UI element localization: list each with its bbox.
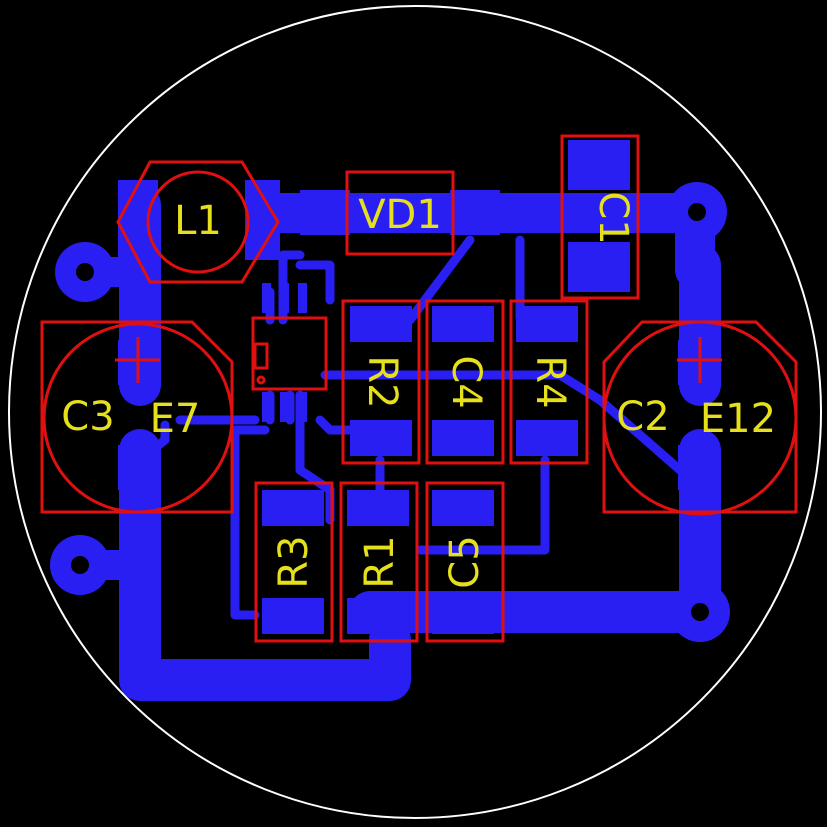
silkscreen-layer: [40, 134, 798, 643]
resistor-R1[interactable]: [339, 481, 419, 643]
label-C1: C1: [590, 191, 636, 244]
label-C4: C4: [443, 355, 489, 408]
capacitor-C1[interactable]: [560, 134, 640, 300]
label-R3: R3: [271, 535, 317, 588]
label-E7: E7: [150, 396, 201, 442]
ic-sot23-6[interactable]: [251, 316, 328, 391]
label-R4: R4: [527, 355, 573, 408]
resistor-R3[interactable]: [254, 481, 334, 643]
capacitor-C3[interactable]: [40, 320, 234, 514]
label-E12: E12: [700, 396, 776, 442]
resistor-R2[interactable]: [341, 299, 421, 465]
label-C5: C5: [442, 535, 488, 588]
label-R2: R2: [359, 355, 405, 408]
label-C3: C3: [61, 394, 114, 440]
copper-pads: [50, 140, 730, 642]
designator-labels: L1 VD1 C1 C3 E7 C2 E12 R2 C4 R4 R3 R1 C5: [61, 191, 776, 588]
capacitor-C4[interactable]: [425, 299, 505, 465]
board-outline: [8, 5, 822, 819]
diode-VD1[interactable]: [345, 170, 455, 256]
label-VD1: VD1: [358, 192, 442, 238]
capacitor-C5[interactable]: [425, 481, 505, 643]
inductor-L1[interactable]: [116, 160, 280, 284]
capacitor-C2[interactable]: [602, 320, 798, 516]
label-L1: L1: [174, 198, 222, 244]
resistor-R4[interactable]: [509, 299, 589, 465]
label-C2: C2: [616, 394, 669, 440]
label-R1: R1: [357, 535, 403, 588]
